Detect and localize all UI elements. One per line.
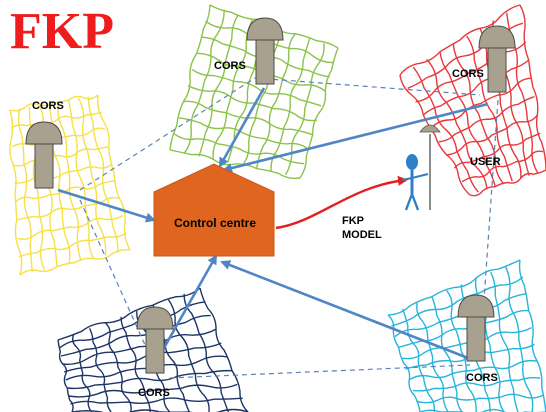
page-title: FKP	[10, 3, 114, 60]
arrow-red-to-centre	[222, 102, 489, 173]
fkp-model-line1: FKP	[342, 215, 364, 227]
cors-label-red: CORS	[452, 68, 484, 80]
antenna-icon-navy	[136, 306, 174, 374]
control-centre-shape	[153, 163, 275, 257]
fkp-model-arrow	[275, 175, 408, 230]
antenna-icon-yellow	[25, 121, 63, 189]
user-figure-icon	[401, 124, 441, 211]
network-mesh-yellow	[9, 94, 131, 276]
fkp-model-line2: MODEL	[342, 229, 382, 241]
data-flow-arrows	[57, 87, 489, 360]
fkp-model-label: FKP MODEL	[342, 214, 382, 242]
arrow-navy-to-centre	[158, 254, 218, 356]
arrow-green-to-centre	[218, 87, 266, 168]
control-centre-label: Control centre	[173, 216, 256, 230]
arrow-cyan-to-centre	[220, 260, 469, 360]
arrow-yellow-to-centre	[57, 188, 156, 223]
user-label: USER	[470, 156, 501, 168]
baseline-green-red	[254, 77, 481, 96]
antenna-icon-red	[478, 25, 516, 93]
cors-label-navy: CORS	[138, 387, 170, 399]
cors-label-yellow: CORS	[32, 100, 64, 112]
network-mesh-red	[399, 4, 546, 197]
baseline-red-cyan	[483, 99, 499, 301]
cors-label-green: CORS	[214, 60, 246, 72]
cors-label-cyan: CORS	[466, 372, 498, 384]
network-mesh-navy	[57, 287, 249, 412]
baseline-dashed-lines	[79, 77, 499, 379]
reference-networks	[9, 4, 546, 412]
cors-antennas	[25, 17, 516, 374]
antenna-icon-green	[246, 17, 284, 85]
antenna-icon-cyan	[457, 294, 495, 362]
baseline-yellow-green	[79, 77, 256, 191]
